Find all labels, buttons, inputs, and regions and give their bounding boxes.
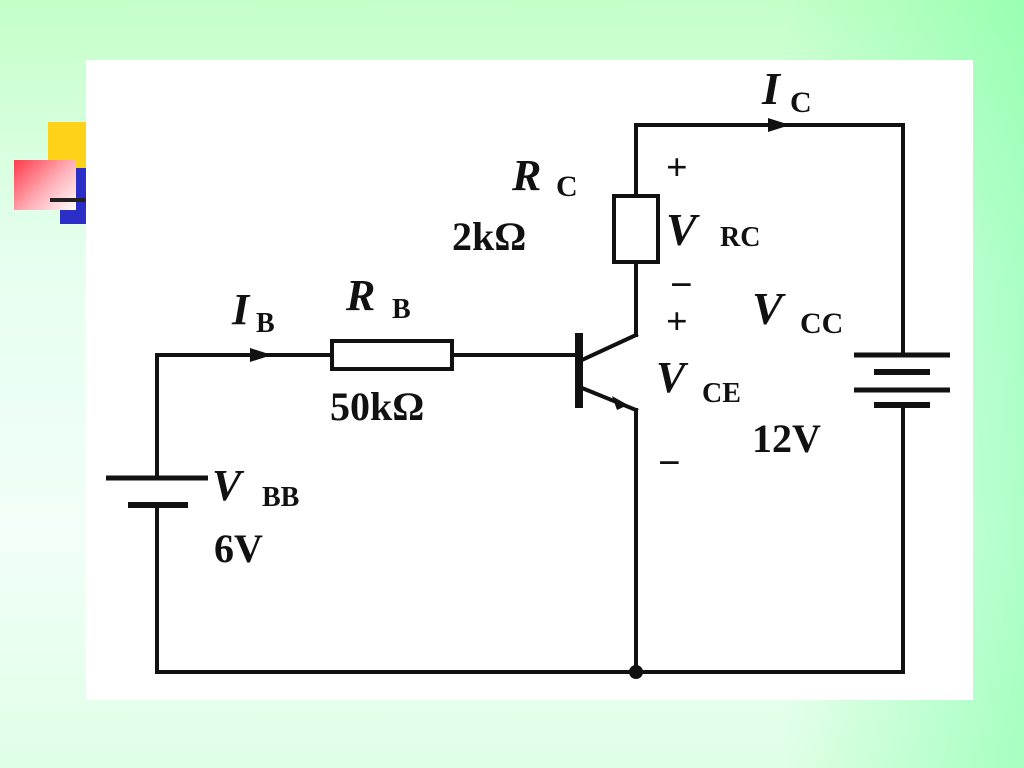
wires (155, 123, 905, 674)
transistor-emitter-lead (579, 385, 639, 413)
label-vrc-minus: − (670, 262, 693, 307)
battery-vcc (854, 352, 950, 408)
label-vrc-plus: + (666, 147, 688, 189)
label-vbb-value: 6V (214, 526, 263, 571)
junction-dot (629, 665, 643, 679)
label-rc-value: 2kΩ (452, 214, 526, 259)
wire-base-left (155, 353, 334, 480)
label-vce-plus: + (666, 301, 688, 343)
label-rb-value: 50kΩ (330, 384, 424, 429)
diagram-panel (86, 60, 973, 700)
battery-vbb (106, 475, 208, 508)
label-vce-minus: − (658, 440, 681, 485)
transistor-collector-lead (579, 332, 639, 363)
resistor-rb (330, 339, 454, 371)
arrow-ic (768, 118, 790, 132)
arrow-ib (250, 348, 272, 362)
emitter-arrow (612, 396, 628, 410)
label-vcc-value: 12V (752, 416, 821, 461)
decor-line (50, 198, 86, 202)
resistor-rc (612, 194, 660, 264)
